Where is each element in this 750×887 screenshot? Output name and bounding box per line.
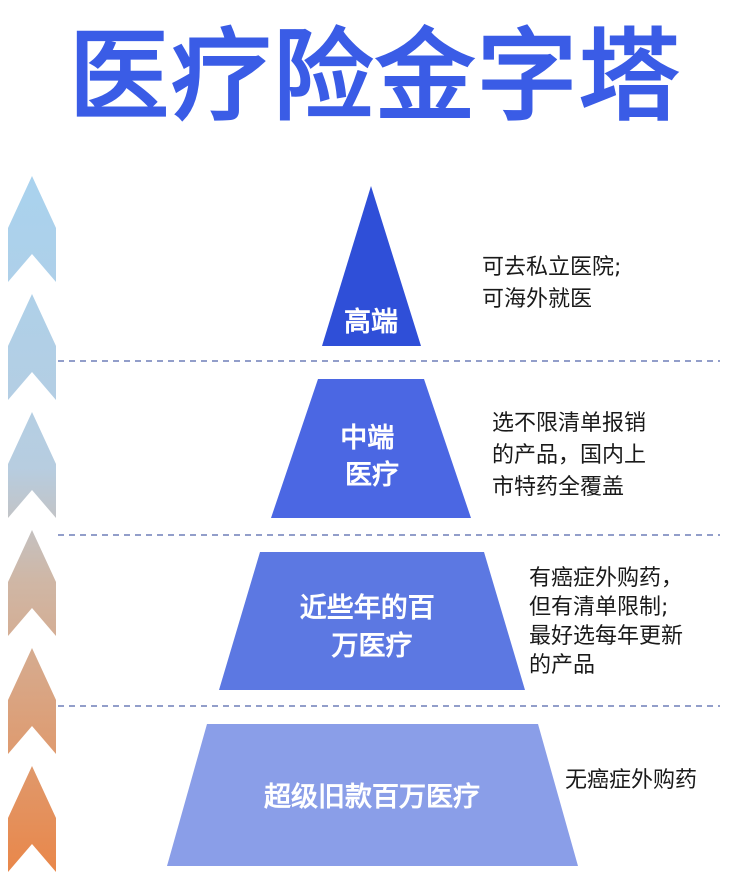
tier-description-line: 可海外就医 xyxy=(482,287,592,312)
tier-description-line: 无癌症外购药 xyxy=(565,768,697,793)
tier-description-line: 市特药全覆盖 xyxy=(492,475,624,500)
tier-description: 可去私立医院; 可海外就医 xyxy=(482,255,628,312)
tier-label-line: 高端 xyxy=(344,306,398,338)
upward-arrow-column xyxy=(8,176,56,872)
tier-mid-range: 中端 医疗 选不限清单报销 的产品，国内上 市特药全覆盖 xyxy=(271,379,653,518)
tier-recent-million: 近些年的百 万医疗 有癌症外购药， 但有清单限制; 最好选每年更新 的产品 xyxy=(219,552,690,690)
tier-label-line: 万医疗 xyxy=(332,630,413,662)
pyramid-tier-shape xyxy=(271,379,471,518)
tier-description-line: 的产品 xyxy=(529,653,595,678)
tier-label-line: 超级旧款百万医疗 xyxy=(264,781,480,813)
tier-description-line: 但有清单限制; xyxy=(529,595,668,620)
tier-description: 有癌症外购药， 但有清单限制; 最好选每年更新 的产品 xyxy=(529,566,690,678)
tier-description: 选不限清单报销 的产品，国内上 市特药全覆盖 xyxy=(492,411,653,500)
page-title: 医疗险金字塔 xyxy=(69,18,681,135)
tier-label: 高端 xyxy=(344,306,398,338)
tier-description-line: 可去私立医院; xyxy=(482,255,621,280)
tier-label-line: 医疗 xyxy=(345,459,399,491)
tier-description-line: 的产品，国内上 xyxy=(492,443,646,468)
pyramid-tier-shape xyxy=(167,724,578,866)
tier-description-line: 选不限清单报销 xyxy=(492,411,646,436)
tier-description-line: 最好选每年更新 xyxy=(529,624,683,649)
tier-description-line: 有癌症外购药， xyxy=(529,566,683,591)
tier-label: 超级旧款百万医疗 xyxy=(264,781,480,813)
tier-description: 无癌症外购药 xyxy=(565,768,697,793)
tier-label-line: 中端 xyxy=(340,423,394,454)
tier-label: 中端 医疗 xyxy=(340,423,403,491)
tier-label-line: 近些年的百 xyxy=(300,592,435,624)
pyramid-tier-shape xyxy=(219,552,525,690)
pyramid-tier-shape xyxy=(322,186,421,346)
tier-high-end: 高端 可去私立医院; 可海外就医 xyxy=(322,186,628,346)
tier-old-million: 超级旧款百万医疗 无癌症外购药 xyxy=(167,724,697,866)
chevron-up-icon xyxy=(8,176,56,872)
tier-label: 近些年的百 万医疗 xyxy=(300,592,444,662)
